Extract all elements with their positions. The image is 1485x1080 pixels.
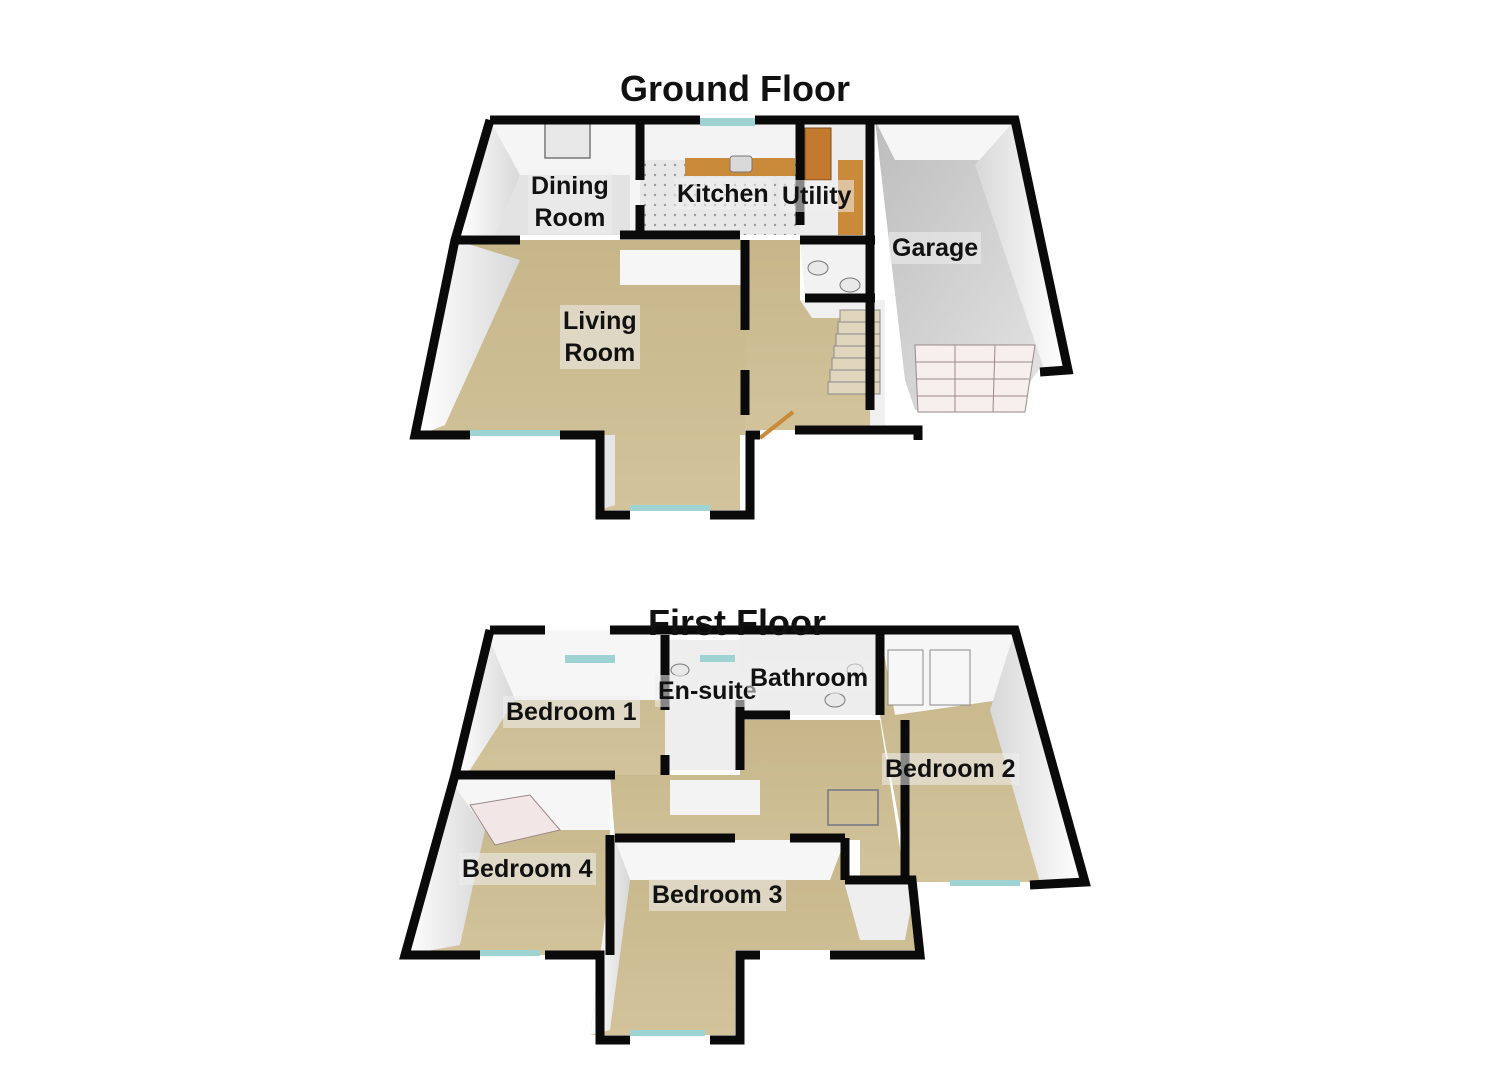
living-room xyxy=(420,240,745,511)
kitchen-label: Kitchen xyxy=(674,178,772,210)
ensuite-window-icon xyxy=(700,655,735,662)
ground-walls xyxy=(409,115,1074,520)
living-room-label-line1: Living xyxy=(563,307,637,335)
wardrobe-icon xyxy=(887,649,971,706)
garage-door-icon xyxy=(914,344,1036,413)
cloakroom xyxy=(800,240,875,298)
living-window-icon xyxy=(470,430,560,436)
living-bay-window-icon xyxy=(630,505,710,511)
utility-door-icon xyxy=(804,127,832,181)
garage xyxy=(875,120,1065,413)
first-floor-title: First Floor xyxy=(648,602,826,643)
utility-label: Utility xyxy=(779,180,855,212)
utility xyxy=(800,120,868,235)
bedroom2-label: Bedroom 2 xyxy=(882,753,1019,785)
dining-room-label-line2: Room xyxy=(534,204,606,232)
wc-icon xyxy=(839,277,861,293)
bedroom3-label: Bedroom 3 xyxy=(649,879,786,911)
front-door-icon xyxy=(758,410,795,440)
kitchen xyxy=(640,118,800,235)
living-room-label-line2: Room xyxy=(564,339,636,367)
bathroom-wc-icon xyxy=(824,692,846,708)
ground-floor-title: Ground Floor xyxy=(620,68,850,109)
bedroom2-window-icon xyxy=(950,880,1020,886)
banister-icon xyxy=(827,789,879,826)
bathroom-label: Bathroom xyxy=(747,662,872,694)
sink-icon xyxy=(729,155,753,173)
living-room-label: Living Room xyxy=(560,305,640,369)
kitchen-window-icon xyxy=(700,118,755,126)
dining-room-label: Dining Room xyxy=(528,170,612,234)
bedroom4-door-icon xyxy=(469,794,561,846)
ensuite-label: En-suite xyxy=(655,675,760,707)
first-walls xyxy=(399,625,1091,1045)
bedroom1-window-icon xyxy=(565,655,615,663)
bedroom1-label: Bedroom 1 xyxy=(503,696,640,728)
garage-label: Garage xyxy=(889,232,982,264)
basin-icon xyxy=(807,260,829,276)
bedroom4-label: Bedroom 4 xyxy=(459,853,596,885)
bedroom4-window-icon xyxy=(480,950,540,956)
dining-room-label-line1: Dining xyxy=(531,172,609,200)
bedroom3-window-icon xyxy=(630,1030,705,1036)
